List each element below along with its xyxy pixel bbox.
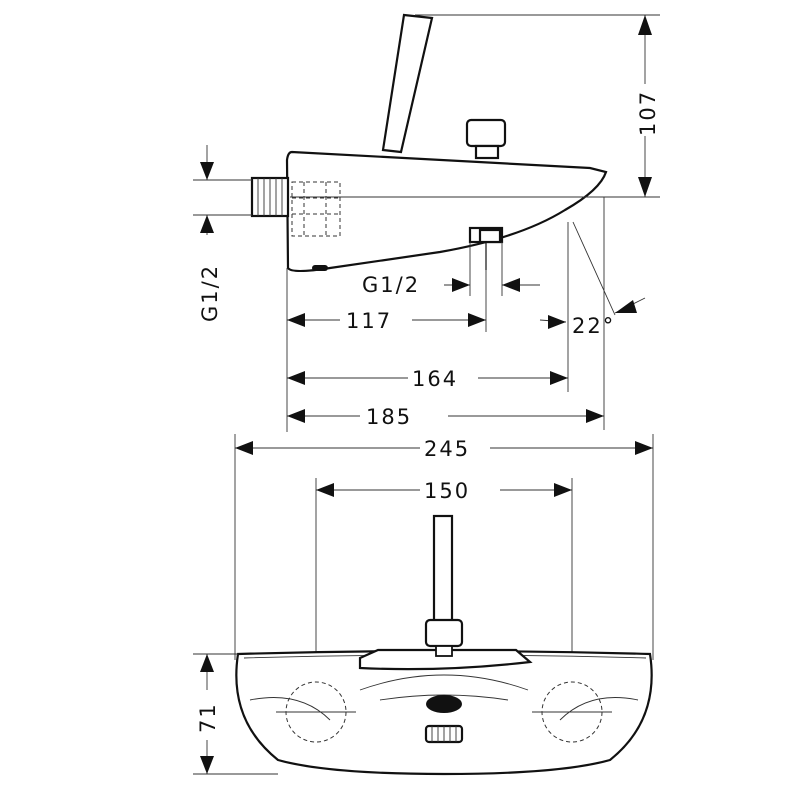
dim-angle-label: 22° bbox=[572, 314, 615, 338]
dim-245: 245 bbox=[234, 434, 654, 660]
dim-150-label: 150 bbox=[424, 479, 470, 503]
top-plate bbox=[358, 648, 533, 671]
dim-angle: 22° bbox=[539, 297, 646, 338]
dim-164-label: 164 bbox=[412, 367, 458, 391]
dim-164: 164 bbox=[287, 367, 568, 391]
side-view bbox=[250, 13, 660, 430]
dim-245-label: 245 bbox=[424, 437, 470, 461]
top-view bbox=[235, 514, 653, 776]
bottom-slot bbox=[312, 265, 328, 271]
dim-outlet-thread: G1/2 bbox=[362, 242, 540, 297]
dim-107: 107 bbox=[415, 14, 660, 197]
lever-top-view bbox=[432, 514, 454, 628]
dim-inlet-thread: G1/2 bbox=[193, 145, 252, 322]
dim-185-label: 185 bbox=[366, 405, 412, 429]
lever-handle bbox=[381, 13, 434, 154]
front-indicator bbox=[426, 695, 462, 713]
dim-outlet-thread-label: G1/2 bbox=[362, 273, 420, 297]
dim-71: 71 bbox=[193, 653, 278, 775]
diverter-knob bbox=[465, 118, 507, 148]
diverter-stem bbox=[474, 144, 500, 160]
dim-107-label: 107 bbox=[636, 90, 660, 136]
outlet-nut bbox=[478, 228, 502, 244]
hidden-cartridge bbox=[291, 181, 341, 237]
mixer-body-side bbox=[285, 150, 608, 273]
dim-117-label: 117 bbox=[346, 309, 392, 333]
dim-185: 185 bbox=[287, 405, 604, 429]
dim-71-label: 71 bbox=[196, 702, 220, 733]
lever-base-top bbox=[424, 618, 464, 648]
angle-line-2 bbox=[572, 221, 616, 316]
dim-inlet-thread-label: G1/2 bbox=[198, 264, 222, 322]
dim-117: 117 bbox=[286, 268, 487, 432]
